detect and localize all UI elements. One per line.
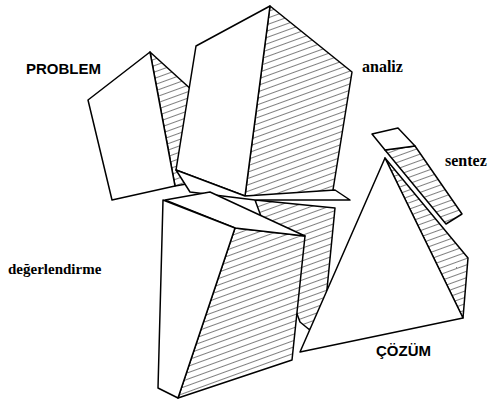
problem-block [88,52,175,200]
analiz-block [176,6,270,196]
stage-label: analiz [362,57,403,76]
sentez-block [372,128,415,150]
stage-label: sentez [445,151,487,170]
degerlendirme-block [158,200,235,398]
stage-label: değerlendirme [8,260,101,278]
stage-label: ÇÖZÜM [376,342,431,360]
stage-label: PROBLEM [26,60,101,78]
cozum-pyramid [300,158,463,352]
